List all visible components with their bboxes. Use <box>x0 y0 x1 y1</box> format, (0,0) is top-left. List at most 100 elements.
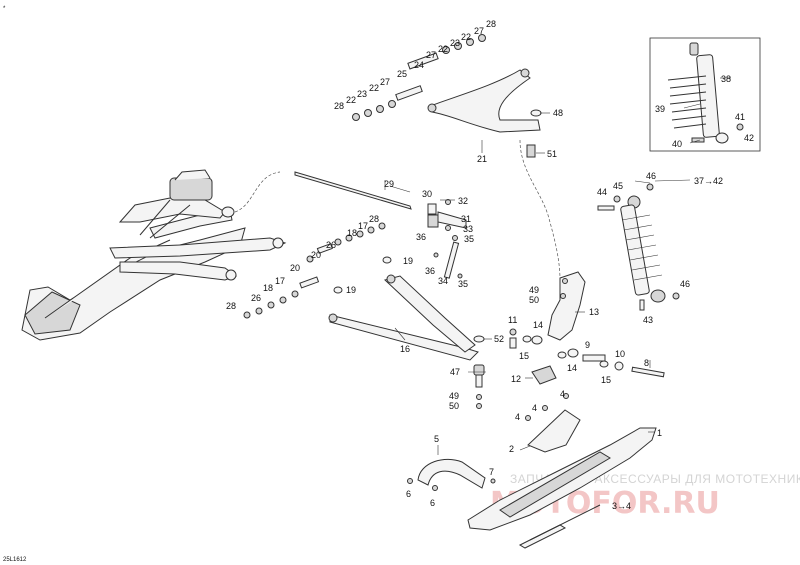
callout-14: 14 <box>533 320 543 330</box>
callout-16: 16 <box>400 344 410 354</box>
callout-22: 22 <box>461 32 471 42</box>
spindle-hardware <box>509 328 665 378</box>
callout-5: 5 <box>434 434 439 444</box>
callout-31: 31 <box>461 214 471 224</box>
upper-arm-hardware-row-lower <box>352 85 423 121</box>
corner-mark: * <box>3 6 6 12</box>
handle-screw-7 <box>490 478 496 484</box>
callout-28: 28 <box>334 101 344 111</box>
callout-4: 4 <box>515 412 520 422</box>
assembled-front-suspension <box>21 169 287 341</box>
callout-27: 27 <box>474 26 484 36</box>
callout-29: 29 <box>384 179 394 189</box>
callout-43: 43 <box>643 315 653 325</box>
callout-37-42: 37→42 <box>694 176 723 186</box>
diagram-code: 25L1612 <box>3 557 27 563</box>
sway-bar <box>294 171 412 210</box>
callout-18: 18 <box>263 283 273 293</box>
callout-24: 24 <box>414 60 424 70</box>
callout-21: 21 <box>477 154 487 164</box>
leader-dashed-51 <box>519 139 561 281</box>
callout-33: 33 <box>463 224 473 234</box>
callout-39: 39 <box>655 104 665 114</box>
callout-46: 46 <box>646 171 656 181</box>
callout-50: 50 <box>449 401 459 411</box>
callout-46: 46 <box>680 279 690 289</box>
upper-arm-hardware-row-upper <box>407 34 486 70</box>
lower-ball-joint <box>473 364 485 409</box>
callout-23: 23 <box>450 38 460 48</box>
leader-lines <box>384 77 731 455</box>
callout-19: 19 <box>346 285 356 295</box>
ski-bracket <box>527 409 581 453</box>
callout-22: 22 <box>369 83 379 93</box>
handle-nut-6b <box>407 478 413 484</box>
callout-45: 45 <box>613 181 623 191</box>
sway-bar-link-parts <box>382 199 467 279</box>
callout-3-4: 3→4 <box>612 501 631 511</box>
callout-42: 42 <box>744 133 754 143</box>
callout-30: 30 <box>422 189 432 199</box>
handle-nut-6 <box>432 485 438 491</box>
callout-20: 20 <box>311 250 321 260</box>
callout-22: 22 <box>346 95 356 105</box>
upper-a-arm <box>427 68 542 133</box>
callout-38: 38 <box>721 74 731 84</box>
callout-27: 27 <box>426 50 436 60</box>
callout-9: 9 <box>585 340 590 350</box>
callout-22: 22 <box>438 44 448 54</box>
callout-50: 50 <box>529 295 539 305</box>
spindle <box>547 271 586 341</box>
callout-23: 23 <box>357 89 367 99</box>
callout-13: 13 <box>589 307 599 317</box>
callout-17: 17 <box>275 276 285 286</box>
callout-6: 6 <box>430 498 435 508</box>
callout-49: 49 <box>529 285 539 295</box>
callout-28: 28 <box>486 19 496 29</box>
lower-a-arm <box>328 274 485 361</box>
callout-36: 36 <box>416 232 426 242</box>
callout-51: 51 <box>547 149 557 159</box>
callout-7: 7 <box>489 467 494 477</box>
callout-44: 44 <box>597 187 607 197</box>
callout-15: 15 <box>519 351 529 361</box>
callout-19: 19 <box>403 256 413 266</box>
callout-4: 4 <box>560 389 565 399</box>
ski-bracket-hardware <box>525 393 569 421</box>
callout-41: 41 <box>735 112 745 122</box>
callout-27: 27 <box>380 77 390 87</box>
callout-49: 49 <box>449 391 459 401</box>
front-shock-absorber <box>597 183 680 311</box>
callout-8: 8 <box>644 358 649 368</box>
ball-joint-51 <box>526 144 536 158</box>
callout-48: 48 <box>553 108 563 118</box>
ski <box>467 427 657 549</box>
callout-26: 26 <box>251 293 261 303</box>
wear-pad <box>531 365 557 385</box>
callout-47: 47 <box>450 367 460 377</box>
callout-6: 6 <box>406 489 411 499</box>
callout-25: 25 <box>397 69 407 79</box>
callout-40: 40 <box>672 139 682 149</box>
callout-12: 12 <box>511 374 521 384</box>
callout-52: 52 <box>494 334 504 344</box>
lower-arm-hardware-upper <box>306 222 386 263</box>
shock-detail-box <box>649 37 761 152</box>
callout-28: 28 <box>369 214 379 224</box>
shock-absorber-detail <box>667 42 744 144</box>
callout-11: 11 <box>508 315 517 325</box>
callout-32: 32 <box>458 196 468 206</box>
ski-handle <box>417 458 486 489</box>
callout-35: 35 <box>464 234 474 244</box>
leader-dashed-29 <box>234 171 281 213</box>
callout-20: 20 <box>290 263 300 273</box>
callout-15: 15 <box>601 375 611 385</box>
lower-arm-hardware-lower <box>243 276 343 319</box>
callout-34: 34 <box>438 276 448 286</box>
callout-18: 18 <box>347 228 357 238</box>
callout-14: 14 <box>567 363 577 373</box>
callout-36: 36 <box>425 266 435 276</box>
callout-17: 17 <box>358 221 368 231</box>
callout-4: 4 <box>532 403 537 413</box>
